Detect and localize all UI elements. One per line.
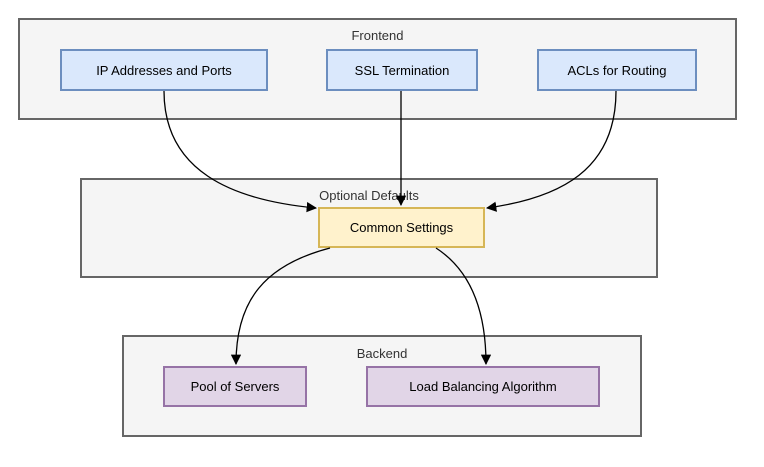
common-settings-node[interactable]: Common Settings	[318, 207, 485, 248]
frontend-group-label: Frontend	[351, 28, 404, 43]
load-balancing-algorithm-node[interactable]: Load Balancing Algorithm	[366, 366, 600, 407]
ssl-termination-node[interactable]: SSL Termination	[326, 49, 478, 91]
acls-for-routing-node[interactable]: ACLs for Routing	[537, 49, 697, 91]
optional-defaults-group-label: Optional Defaults	[319, 188, 419, 203]
pool-of-servers-node[interactable]: Pool of Servers	[163, 366, 307, 407]
ip-addresses-and-ports-node[interactable]: IP Addresses and Ports	[60, 49, 268, 91]
backend-group-label: Backend	[356, 346, 408, 361]
